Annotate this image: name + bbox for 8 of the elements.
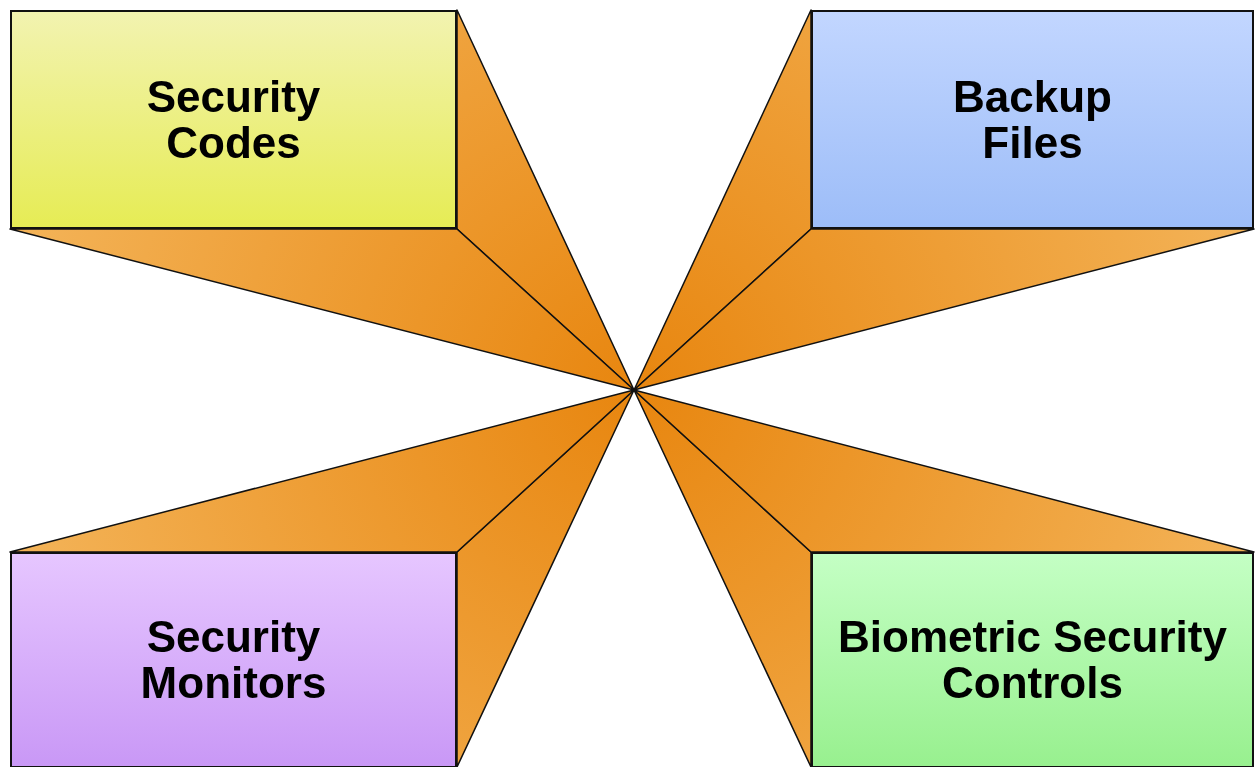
category-box <box>10 552 457 767</box>
box-label: Security Monitors <box>139 614 328 706</box>
category-box <box>10 10 457 229</box>
box-label: Security Codes <box>145 73 322 166</box>
category-box <box>811 10 1254 229</box>
box-label: Backup Files <box>952 73 1113 166</box>
category-box <box>811 552 1254 767</box>
box-label: Biometric Security Controls <box>837 614 1228 706</box>
